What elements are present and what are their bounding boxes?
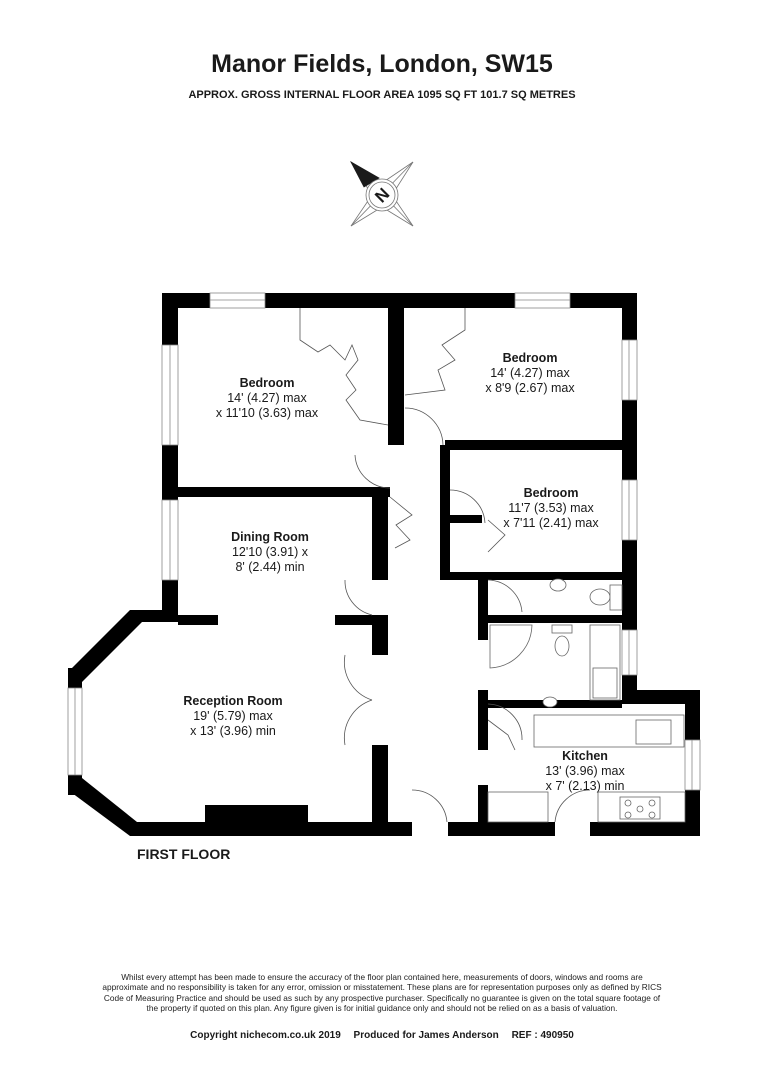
room-name: Bedroom	[524, 486, 579, 500]
room-dims: x 13' (3.96) min	[190, 724, 276, 738]
basin-icon	[549, 578, 567, 592]
sink-icon	[635, 719, 672, 745]
room-dims: 12'10 (3.91) x	[232, 545, 309, 559]
copyright: Copyright nichecom.co.uk 2019	[190, 1030, 341, 1041]
room-dims: x 7'11 (2.41) max	[503, 516, 599, 530]
room-name: Kitchen	[562, 749, 608, 763]
compass-icon: N	[350, 160, 414, 227]
floor-label: FIRST FLOOR	[137, 846, 231, 862]
room-dims: x 7' (2.13) min	[546, 779, 625, 793]
room-dims: 14' (4.27) max	[227, 391, 307, 405]
fixtures	[487, 578, 686, 823]
windows	[67, 292, 701, 791]
room-name: Reception Room	[183, 694, 282, 708]
room-name: Bedroom	[240, 376, 295, 390]
room-dims: 19' (5.79) max	[193, 709, 273, 723]
floor-area-subtitle: APPROX. GROSS INTERNAL FLOOR AREA 1095 S…	[188, 89, 576, 101]
room-dims: 14' (4.27) max	[490, 366, 570, 380]
toilet-icon	[589, 588, 611, 606]
room-dims: x 11'10 (3.63) max	[216, 406, 319, 420]
room-name: Bedroom	[503, 351, 558, 365]
room-dims: 8' (2.44) min	[235, 560, 304, 574]
toilet-icon	[554, 635, 570, 657]
reference: REF : 490950	[511, 1030, 574, 1041]
room-dims: 13' (3.96) max	[545, 764, 625, 778]
shower-icon	[489, 624, 533, 669]
doors	[299, 308, 591, 823]
disclaimer: Whilst every attempt has been made to en…	[102, 972, 662, 1013]
room-dims: x 8'9 (2.67) max	[485, 381, 575, 395]
footer: Copyright nichecom.co.uk 2019 Produced f…	[0, 1030, 764, 1041]
produced-for: Produced for James Anderson	[353, 1030, 499, 1041]
page-title: Manor Fields, London, SW15	[211, 50, 553, 78]
room-name: Dining Room	[231, 530, 309, 544]
basin-icon	[542, 696, 558, 708]
room-dims: 11'7 (3.53) max	[508, 501, 594, 515]
